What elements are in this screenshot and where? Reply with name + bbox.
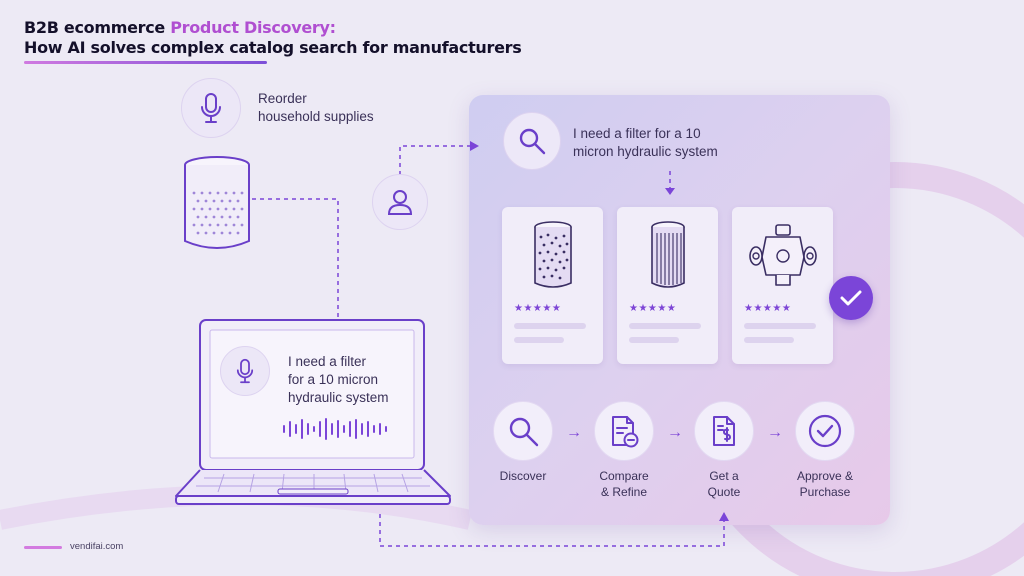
laptop-icon (175, 319, 451, 505)
step-quote (694, 401, 754, 461)
laptop-query-text: I need a filter for a 10 micron hydrauli… (288, 354, 389, 405)
invoice-dollar-icon (713, 416, 735, 446)
step-label-discover: Discover (499, 469, 547, 483)
user-circle (372, 174, 428, 230)
product-rating: ★★★★★ (629, 303, 677, 314)
search-circle (503, 112, 561, 170)
step-label-compare: Compare & Refine (599, 469, 649, 499)
product-title-placeholder (514, 323, 586, 329)
footer-site[interactable]: vendifai.com (70, 541, 124, 552)
product-desc-placeholder (629, 337, 679, 343)
laptop-mic-circle (220, 346, 270, 396)
step-compare (594, 401, 654, 461)
page-title: B2B ecommerce Product Discovery: How AI … (24, 18, 522, 58)
title-prefix: B2B ecommerce (24, 18, 171, 37)
arrowhead-to-quote (719, 512, 729, 521)
search-icon (509, 417, 539, 447)
title-highlight: Product Discovery: (170, 18, 336, 37)
step-arrow: → (566, 424, 582, 441)
audio-waveform (283, 418, 387, 440)
search-query-text: I need a filter for a 10 micron hydrauli… (573, 126, 718, 159)
voice-mic-circle (181, 78, 241, 138)
arrowhead-to-products (665, 188, 675, 195)
step-arrow: → (767, 424, 783, 441)
user-icon (387, 190, 413, 215)
product-title-placeholder (744, 323, 816, 329)
valve-fitting-icon (749, 224, 817, 286)
page-subtitle: How AI solves complex catalog search for… (24, 38, 522, 57)
cartridge-filter-icon (534, 221, 572, 288)
product-rating: ★★★★★ (514, 303, 562, 314)
check-circle-icon (808, 414, 842, 448)
checkmark-icon (840, 290, 862, 306)
selected-check-badge (829, 276, 873, 320)
product-desc-placeholder (744, 337, 794, 343)
step-approve (795, 401, 855, 461)
product-card-3[interactable]: ★★★★★ (732, 207, 833, 364)
product-card-2[interactable]: ★★★★★ (617, 207, 718, 364)
arrowhead-to-search (470, 141, 479, 151)
microphone-icon (236, 358, 254, 384)
microphone-icon (201, 93, 221, 123)
step-label-approve: Approve & Purchase (796, 469, 854, 499)
product-card-1[interactable]: ★★★★★ (502, 207, 603, 364)
product-title-placeholder (629, 323, 701, 329)
product-rating: ★★★★★ (744, 303, 792, 314)
step-discover (493, 401, 553, 461)
step-label-quote: Get a Quote (707, 469, 741, 499)
step-arrow: → (667, 424, 683, 441)
footer-accent-line (24, 546, 62, 549)
document-minus-icon (612, 416, 639, 448)
pleated-filter-icon (651, 221, 685, 288)
product-desc-placeholder (514, 337, 564, 343)
search-icon (519, 128, 546, 155)
title-underline (24, 61, 267, 64)
voice-assistant-text: Reorder household supplies (258, 91, 374, 124)
smart-speaker-icon (184, 156, 250, 249)
